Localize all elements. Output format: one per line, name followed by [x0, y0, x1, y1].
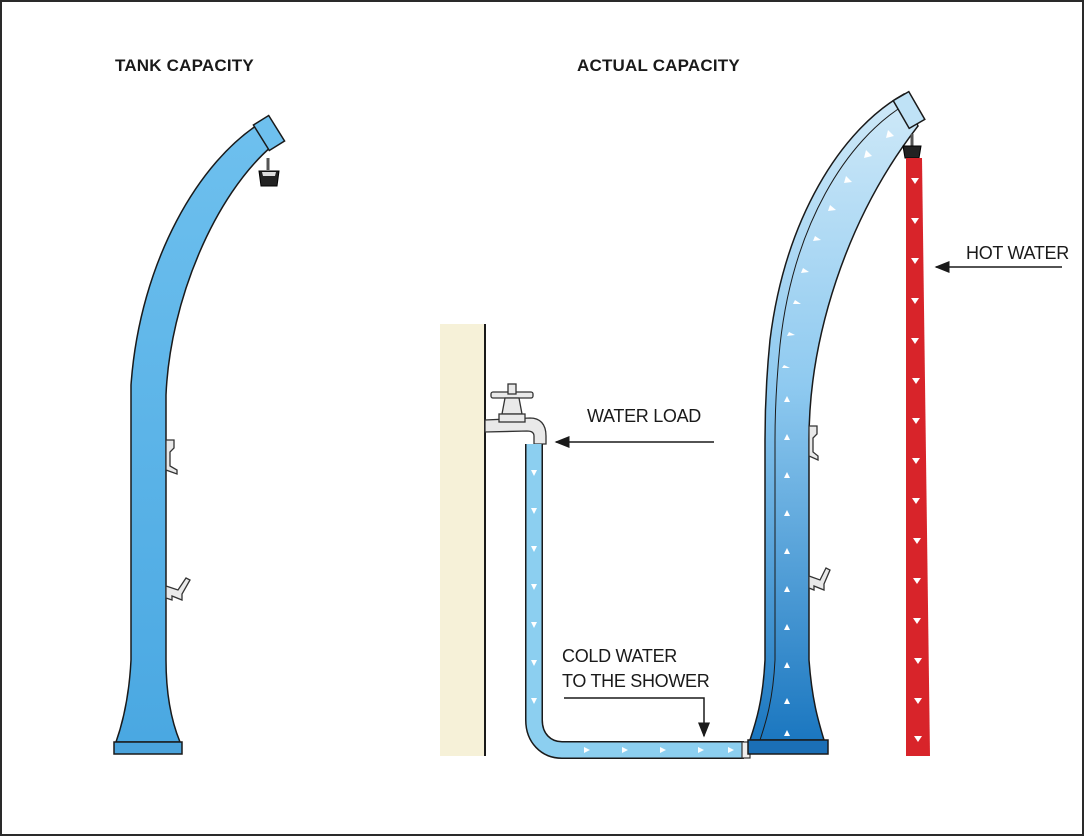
left-shower-cap	[252, 114, 286, 152]
hot-water-label: HOT WATER	[966, 243, 1069, 263]
right-shower-cap	[892, 90, 926, 130]
right-lower-valve-icon	[808, 567, 831, 591]
right-upper-faucet-icon	[808, 425, 819, 462]
hot-water-stream	[906, 158, 930, 756]
cold-water-label-line1: COLD WATER	[562, 646, 678, 666]
water-load-label: WATER LOAD	[587, 406, 702, 426]
left-shower-head-icon	[258, 158, 280, 187]
cold-water-arrow	[564, 697, 710, 738]
right-shower	[747, 90, 926, 755]
left-shower-base	[113, 741, 183, 755]
left-shower-tank	[114, 120, 273, 743]
wall-faucet-icon	[484, 383, 547, 445]
actual-capacity-title: ACTUAL CAPACITY	[577, 56, 740, 75]
left-lower-valve-icon	[165, 577, 191, 601]
right-shower-base	[747, 739, 829, 755]
left-upper-faucet-icon	[165, 439, 178, 475]
tank-capacity-title: TANK CAPACITY	[115, 56, 254, 75]
left-shower	[113, 114, 286, 755]
cold-water-pipe	[525, 444, 751, 759]
right-shower-tank	[748, 92, 919, 741]
cold-water-label-line2: TO THE SHOWER	[562, 671, 710, 691]
wall	[440, 324, 485, 756]
